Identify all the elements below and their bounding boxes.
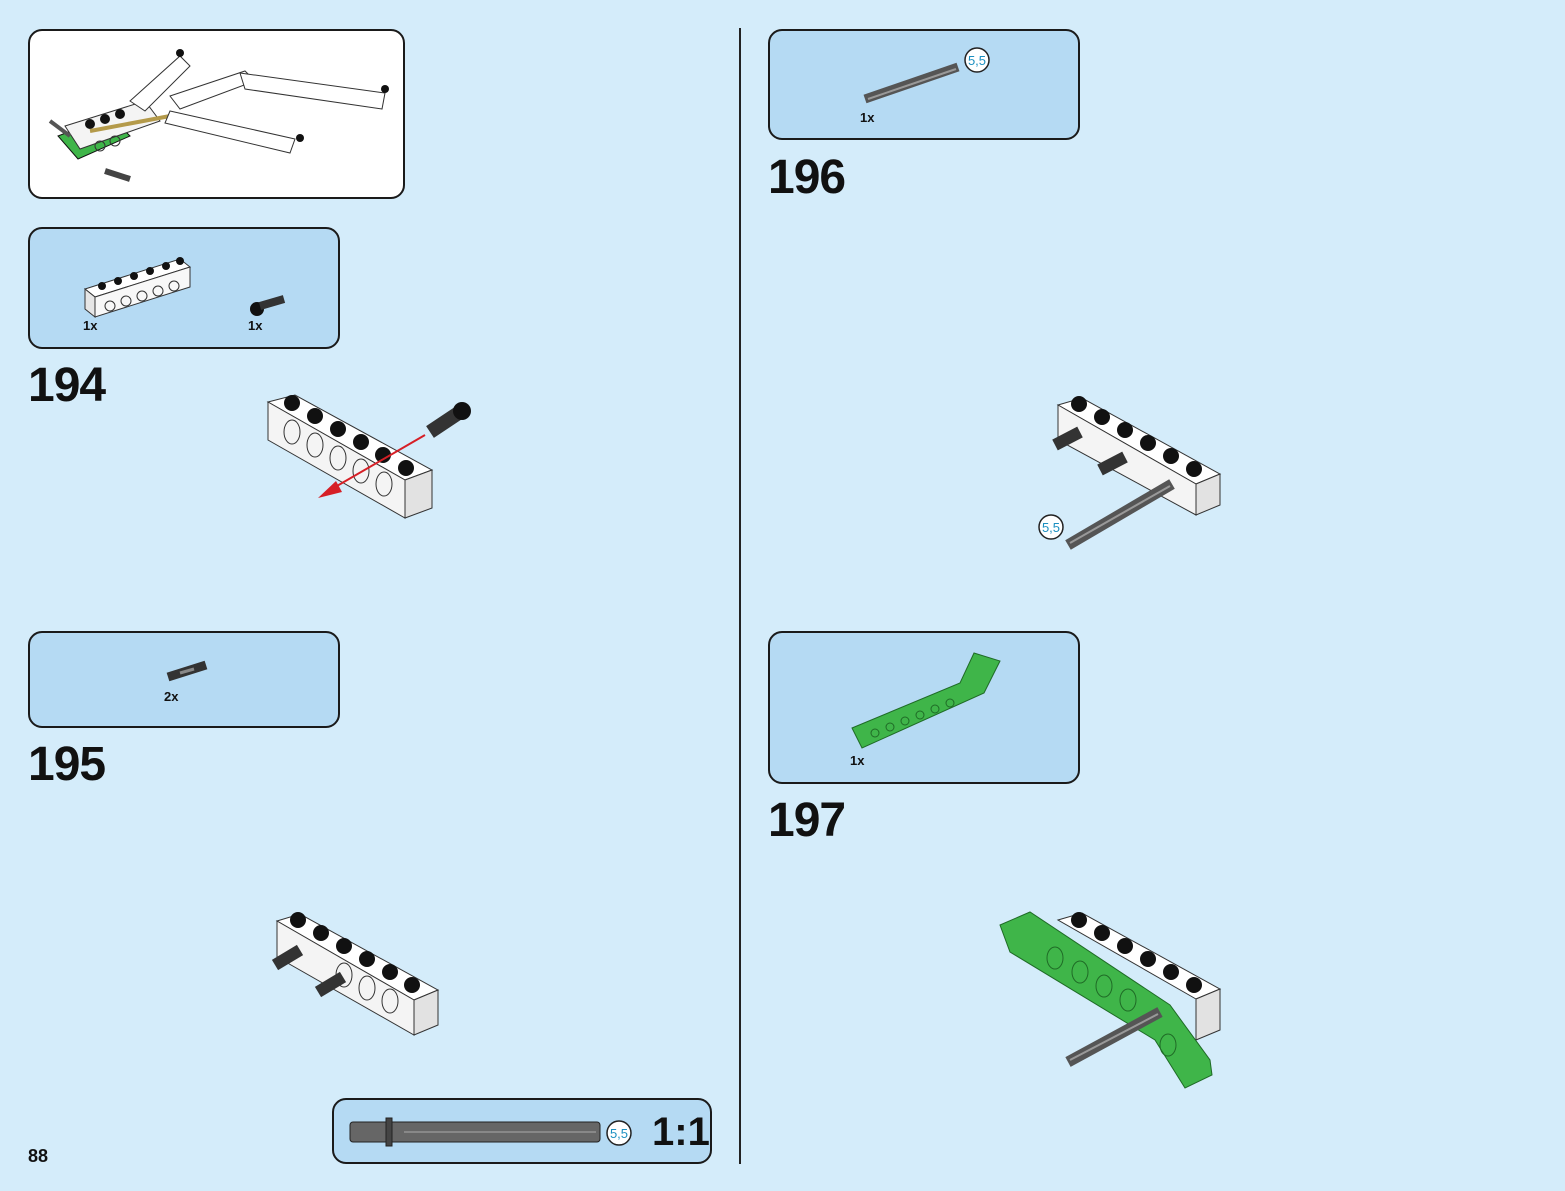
step-number-197: 197 xyxy=(768,794,846,847)
step-number-194: 194 xyxy=(28,359,106,412)
connector-peg-part-icon xyxy=(250,295,286,316)
subassembly-illustration xyxy=(48,49,389,182)
parts-box-step-197: 1x xyxy=(768,631,1080,784)
parts-box-step-195: 2x xyxy=(28,631,340,728)
step-number-195: 195 xyxy=(28,738,106,791)
axle-length-label: 5,5 xyxy=(968,53,986,68)
subassembly-preview xyxy=(28,29,405,199)
svg-text:5,5: 5,5 xyxy=(610,1126,628,1141)
step-195-build-illustration xyxy=(271,912,440,1036)
bent-liftarm-part-icon xyxy=(851,652,1001,749)
part-quantity: 1x xyxy=(248,318,263,333)
brick-1x6-part-icon xyxy=(83,257,192,319)
connector-peg-part-icon xyxy=(166,660,208,682)
parts-box-step-194: 1x 1x xyxy=(28,227,340,349)
page-divider xyxy=(739,28,741,1164)
axle-part-icon: 5,5 xyxy=(863,47,990,104)
axle-length-callout: 5,5 xyxy=(1042,520,1060,535)
parts-box-step-196: 5,5 1x xyxy=(768,29,1080,140)
step-number-196: 196 xyxy=(768,151,846,204)
axle-length-label: 5,5 xyxy=(610,1126,628,1141)
scale-box: 5,5 1:1 xyxy=(332,1098,712,1164)
part-quantity: 1x xyxy=(860,110,875,125)
scale-ratio: 1:1 xyxy=(652,1110,710,1154)
part-quantity: 1x xyxy=(83,318,98,333)
part-quantity: 1x xyxy=(850,753,865,768)
part-quantity: 2x xyxy=(164,689,179,704)
axle-scale-illustration xyxy=(349,1117,632,1147)
page-number: 88 xyxy=(28,1146,49,1166)
step-196-build-illustration: 5,5 xyxy=(1038,396,1222,550)
step-194-build-illustration xyxy=(266,394,471,519)
